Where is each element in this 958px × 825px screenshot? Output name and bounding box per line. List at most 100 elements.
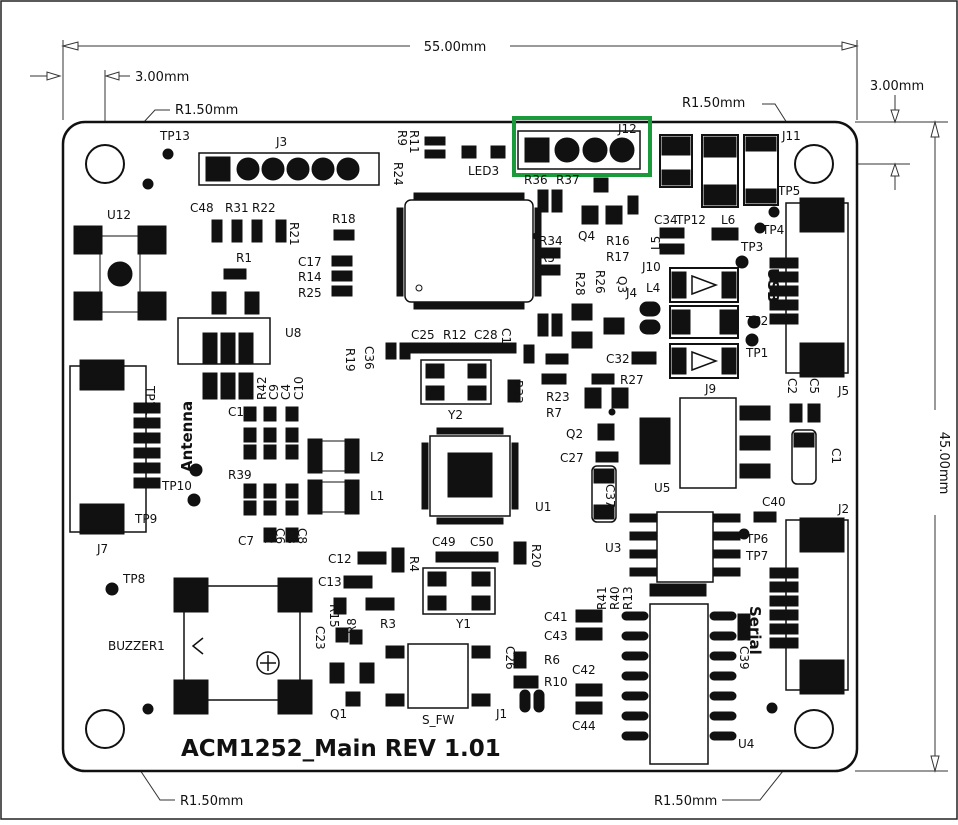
j4-label: J4 (625, 286, 637, 300)
c37-body (591, 465, 617, 523)
r42-label: R42 (255, 376, 269, 400)
q4-label: Q4 (578, 229, 595, 243)
c7-label: C7 (238, 534, 254, 548)
u1-label: U1 (535, 500, 551, 514)
j7-pin (133, 417, 161, 429)
r11-label: R11 (407, 130, 421, 154)
r40-label: R40 (608, 586, 622, 610)
q2-pad (584, 387, 602, 409)
c25-label: C25 (411, 328, 435, 342)
j3-pin1 (205, 156, 231, 182)
r24-label: R24 (391, 162, 405, 186)
cap-large-pad (661, 136, 691, 156)
buzzer-pad (173, 577, 209, 613)
c41-label: C41 (544, 610, 568, 624)
c1-pad (793, 432, 815, 448)
j5-pin (769, 313, 799, 325)
dim-width: 55.00mm (424, 40, 487, 55)
c27-label: C27 (560, 451, 584, 465)
sfw-body (407, 643, 469, 709)
c39-label: C39 (737, 646, 751, 670)
r37-label: R37 (556, 173, 580, 187)
r4-label: R4 (407, 556, 421, 572)
pad (745, 188, 777, 204)
j7-pad (79, 503, 125, 535)
q2-pad (597, 423, 615, 441)
tp13-label: TP13 (159, 129, 190, 143)
q3-pad (603, 317, 625, 335)
u12-pad (137, 225, 167, 255)
c11-label: C11 (228, 405, 252, 419)
j9-tab (639, 417, 671, 465)
l4-label: L4 (646, 281, 660, 295)
dim-height: 45.00mm (936, 432, 951, 495)
cap-large-pad (661, 169, 691, 186)
u12-center (107, 261, 133, 287)
j7-pad (79, 359, 125, 391)
c16-label: C16 (499, 328, 513, 352)
r13-label: R13 (621, 586, 635, 610)
c17-label: C17 (298, 255, 322, 269)
u8-pin (220, 332, 236, 364)
u4-body (649, 603, 709, 765)
buzzer-pad (173, 679, 209, 715)
r8-label: R8 (345, 618, 359, 634)
c10-label: C10 (292, 376, 306, 400)
u3-pin (713, 549, 741, 559)
y1-label: Y1 (455, 617, 471, 631)
dim-hole-right: 3.00mm (870, 79, 924, 94)
j4-pad (639, 319, 661, 335)
q2-pad (611, 387, 629, 409)
u4-label: U4 (738, 737, 754, 751)
y1-pad (471, 571, 491, 587)
r39-label: R39 (228, 468, 252, 482)
r12-label: R12 (443, 328, 467, 342)
dim-radius-tr: R1.50mm (682, 96, 745, 111)
pad (671, 347, 687, 375)
mounting-hole-br (794, 709, 834, 749)
l6-pad (703, 184, 737, 206)
l6-body (701, 134, 739, 208)
j2-label: J2 (837, 502, 849, 516)
sfw-pad (471, 693, 491, 707)
r31-label: R31 (225, 201, 249, 215)
l1-label: L1 (370, 489, 384, 503)
r3-label: R3 (380, 617, 396, 631)
u12-pad (73, 225, 103, 255)
y2-pad (467, 385, 487, 401)
tp5-label: TP5 (777, 184, 800, 198)
l1-body (321, 481, 346, 513)
j5-pin (769, 299, 799, 311)
r26-label: R26 (593, 270, 607, 294)
r36-label: R36 (524, 173, 548, 187)
u3-pin (629, 549, 657, 559)
tp8-label: TP8 (122, 572, 145, 586)
r34-label: R34 (539, 234, 563, 248)
r6-label: R6 (544, 653, 560, 667)
r17-label: R17 (606, 250, 630, 264)
u4-pins (621, 611, 737, 741)
l6-pad (703, 136, 737, 158)
y2-body (420, 359, 492, 405)
c44-label: C44 (572, 719, 596, 733)
u8-label: U8 (285, 326, 301, 340)
tp9-label: TP9 (134, 512, 157, 526)
dim-radius-br: R1.50mm (654, 794, 717, 809)
l2-pad (307, 438, 323, 474)
j5-pin (769, 271, 799, 283)
j12-pin (609, 137, 635, 163)
u5-label: U5 (654, 481, 670, 495)
q1-pad (329, 662, 345, 684)
c4-label: C4 (279, 384, 293, 400)
c43-label: C43 (544, 629, 568, 643)
buzzer-mark (191, 637, 204, 655)
tp4-label: TP4 (761, 223, 784, 237)
c3-label: C3 (284, 528, 298, 544)
buzzer-label: BUZZER1 (108, 639, 165, 653)
c48-label: C48 (190, 201, 214, 215)
j2-pin (769, 595, 799, 607)
c8-label: C8 (295, 528, 309, 544)
c6-label: C6 (273, 528, 287, 544)
led3-label: LED3 (468, 164, 499, 178)
j7-pin (133, 447, 161, 459)
